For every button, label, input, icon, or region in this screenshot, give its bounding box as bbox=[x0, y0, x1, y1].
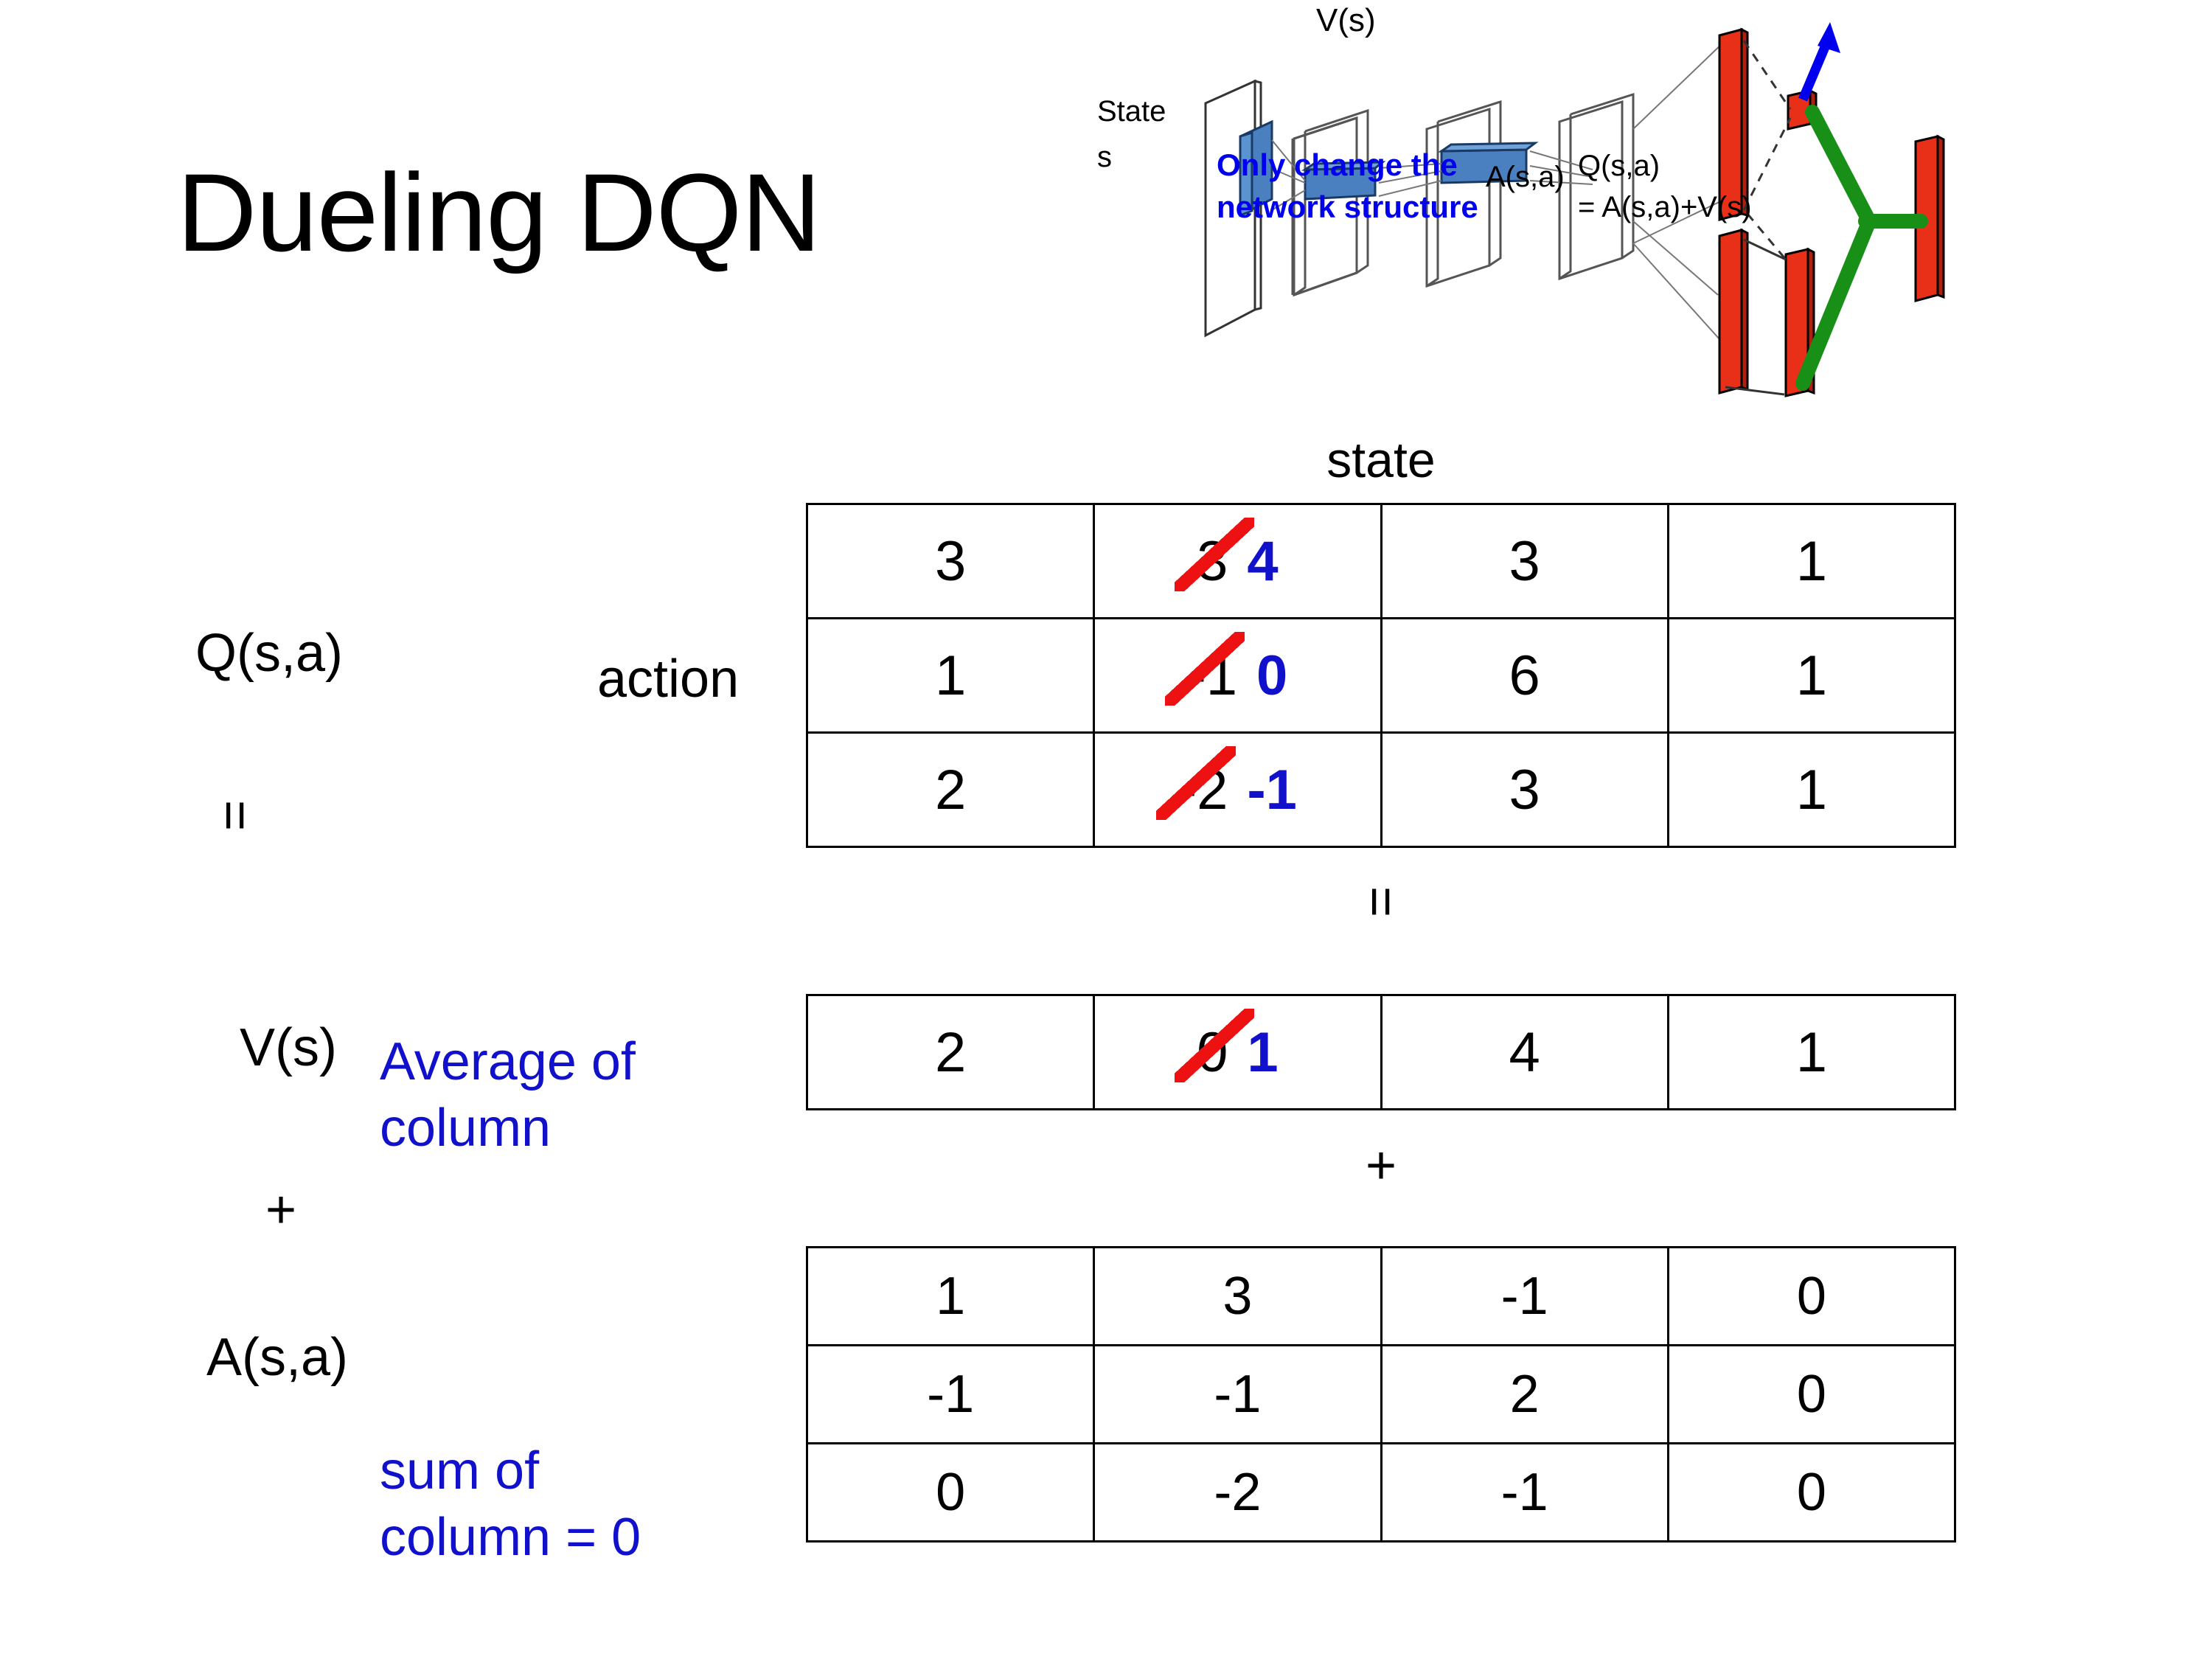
table-cell: 2 bbox=[805, 731, 1096, 848]
corrected-new-value: -1 bbox=[1247, 758, 1297, 821]
sum-note-line1: sum of bbox=[380, 1441, 540, 1500]
table-cell: 1 bbox=[805, 1246, 1096, 1346]
average-note-line1: Average of bbox=[380, 1032, 636, 1091]
table-cell: 1 bbox=[1666, 994, 1957, 1110]
network-diagram-svg bbox=[1204, 22, 1945, 397]
equals-operator-between-tables: = bbox=[806, 872, 1956, 932]
average-note-line2: column bbox=[380, 1099, 552, 1158]
plus-operator-between-tables: + bbox=[1365, 1136, 1397, 1195]
table-cell: 3 bbox=[1380, 731, 1669, 848]
table-cell: 0 bbox=[805, 1442, 1096, 1543]
diagram-note-line2: network structure bbox=[1217, 189, 1478, 224]
table-cell: 3 bbox=[805, 503, 1096, 619]
conv-kernel-icon bbox=[1239, 119, 1539, 218]
diagram-state-label-line2: s bbox=[1097, 141, 1112, 173]
q-table-label: Q(s,a) bbox=[195, 624, 344, 683]
table-cell-edited: -2-1 bbox=[1093, 731, 1382, 848]
struck-old-value: 0 bbox=[1174, 1008, 1255, 1084]
dueling-network-diagram: State s V(s) Q(s,a) = A(s,a)+V(s) A(s,a)… bbox=[1084, 0, 2212, 413]
value-stream-arrow-icon bbox=[1798, 22, 1840, 102]
struck-old-value: -1 bbox=[1165, 631, 1245, 707]
table-cell: -1 bbox=[1380, 1246, 1669, 1346]
table-cell: 6 bbox=[1380, 617, 1669, 734]
table-cell: 1 bbox=[805, 617, 1096, 734]
average-of-column-note: Average of column bbox=[380, 1029, 636, 1161]
corrected-new-value: 1 bbox=[1247, 1020, 1279, 1084]
equals-operator-left: = bbox=[206, 800, 265, 832]
diagram-q-label-line1: Q(s,a) bbox=[1578, 150, 1660, 182]
action-axis-caption: action bbox=[597, 650, 740, 709]
struck-old-value: 3 bbox=[1174, 517, 1255, 593]
corrected-new-value: 0 bbox=[1256, 644, 1288, 707]
diagram-advantage-label: A(s,a) bbox=[1486, 161, 1565, 193]
table-cell: 3 bbox=[1380, 503, 1669, 619]
diagram-q-label: Q(s,a) = A(s,a)+V(s) bbox=[1578, 145, 1752, 228]
struck-old-value: -2 bbox=[1155, 745, 1236, 821]
table-cell: 4 bbox=[1380, 994, 1669, 1110]
q-combination-link bbox=[1795, 105, 1928, 391]
table-cell: 1 bbox=[1666, 731, 1957, 848]
v-table-label: V(s) bbox=[240, 1018, 337, 1077]
equals-glyph: = bbox=[1351, 886, 1411, 918]
table-cell: 1 bbox=[1666, 617, 1957, 734]
diagram-note-line1: Only change the bbox=[1217, 147, 1458, 182]
table-cell: 0 bbox=[1666, 1442, 1957, 1543]
diagram-q-label-line2: = A(s,a)+V(s) bbox=[1578, 191, 1752, 223]
table-cell: -1 bbox=[1380, 1442, 1669, 1543]
plus-operator-left: + bbox=[265, 1180, 297, 1239]
table-cell: 2 bbox=[1380, 1344, 1669, 1444]
output-bar-icon bbox=[1718, 27, 1945, 397]
table-cell: -1 bbox=[805, 1344, 1096, 1444]
diagram-state-label: State s bbox=[1097, 88, 1166, 180]
state-axis-caption: state bbox=[1326, 432, 1436, 488]
table-cell: 0 bbox=[1666, 1344, 1957, 1444]
diagram-value-label: V(s) bbox=[1316, 2, 1376, 38]
table-cell: 1 bbox=[1666, 503, 1957, 619]
sum-note-line2: column = 0 bbox=[380, 1508, 641, 1567]
a-table-label: A(s,a) bbox=[206, 1328, 349, 1387]
corrected-new-value: 4 bbox=[1247, 529, 1279, 593]
table-cell: 0 bbox=[1666, 1246, 1957, 1346]
page-title: Dueling DQN bbox=[177, 150, 821, 274]
table-cell: 3 bbox=[1093, 1246, 1382, 1346]
table-cell: -2 bbox=[1093, 1442, 1382, 1543]
sum-of-column-note: sum of column = 0 bbox=[380, 1438, 641, 1571]
table-cell: -1 bbox=[1093, 1344, 1382, 1444]
table-cell: 2 bbox=[805, 994, 1096, 1110]
diagram-state-label-line1: State bbox=[1097, 95, 1166, 128]
diagram-note: Only change the network structure bbox=[1217, 145, 1478, 228]
